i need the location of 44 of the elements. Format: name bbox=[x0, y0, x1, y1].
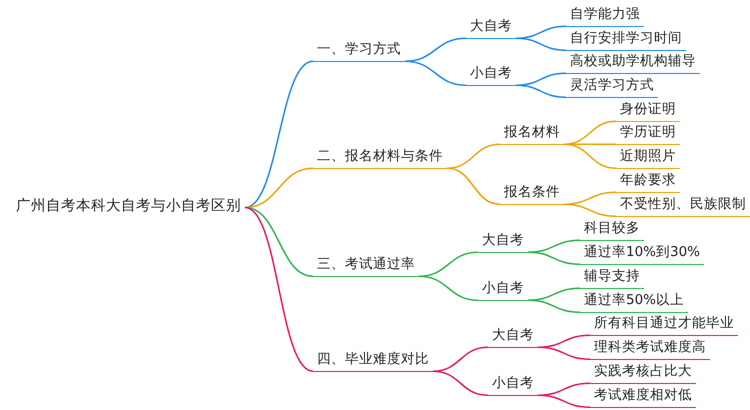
branch-line bbox=[418, 276, 478, 301]
topic-label: 所有科目通过才能毕业 bbox=[590, 314, 738, 336]
topic-label: 报名材料 bbox=[500, 123, 564, 145]
topic-label: 大自考 bbox=[478, 231, 528, 253]
topic-label: 大自考 bbox=[466, 17, 516, 39]
topic-label: 理科类考试难度高 bbox=[590, 338, 710, 360]
topic-label: 三、考试通过率 bbox=[313, 255, 419, 277]
branch-line bbox=[404, 60, 466, 86]
topic-label: 通过率10%到30% bbox=[580, 243, 704, 265]
branch-line bbox=[516, 38, 566, 51]
topic-label: 自行安排学习时间 bbox=[566, 29, 686, 51]
topic-label: 四、毕业难度对比 bbox=[313, 350, 433, 372]
branch-line bbox=[432, 370, 488, 396]
branch-line bbox=[244, 206, 314, 372]
branch-line bbox=[564, 144, 616, 169]
branch-line bbox=[516, 84, 566, 98]
topic-label: 小自考 bbox=[478, 279, 528, 301]
topic-label: 小自考 bbox=[466, 64, 516, 86]
branch-line bbox=[538, 346, 590, 360]
topic-label: 近期照片 bbox=[616, 147, 680, 169]
branch-line bbox=[528, 252, 580, 265]
topic-label: 不受性别、民族限制 bbox=[616, 195, 750, 217]
topic-label: 年龄要求 bbox=[616, 171, 680, 193]
topic-label: 考试难度相对低 bbox=[590, 386, 696, 408]
topic-label: 科目较多 bbox=[580, 219, 644, 241]
topic-label: 实践考核占比大 bbox=[590, 362, 696, 384]
topic-label: 通过率50%以上 bbox=[580, 291, 688, 313]
branch-line bbox=[564, 204, 616, 217]
topic-label: 灵活学习方式 bbox=[566, 76, 658, 98]
topic-label: 学历证明 bbox=[616, 123, 680, 145]
topic-label: 报名条件 bbox=[500, 183, 564, 205]
topic-label: 一、学习方式 bbox=[313, 40, 405, 62]
topic-label: 自学能力强 bbox=[566, 5, 644, 27]
topic-label: 辅导支持 bbox=[580, 267, 644, 289]
topic-label: 二、报名材料与条件 bbox=[313, 147, 447, 169]
topic-label: 大自考 bbox=[488, 326, 538, 348]
branch-line bbox=[244, 168, 314, 208]
topic-label: 小自考 bbox=[488, 374, 538, 396]
branch-line bbox=[446, 168, 500, 205]
branch-line bbox=[538, 394, 590, 408]
topic-label: 身份证明 bbox=[616, 100, 680, 122]
root-topic: 广州自考本科大自考与小自考区别 bbox=[12, 197, 245, 218]
topic-label: 高校或助学机构辅导 bbox=[566, 52, 700, 74]
branch-line bbox=[528, 300, 580, 313]
